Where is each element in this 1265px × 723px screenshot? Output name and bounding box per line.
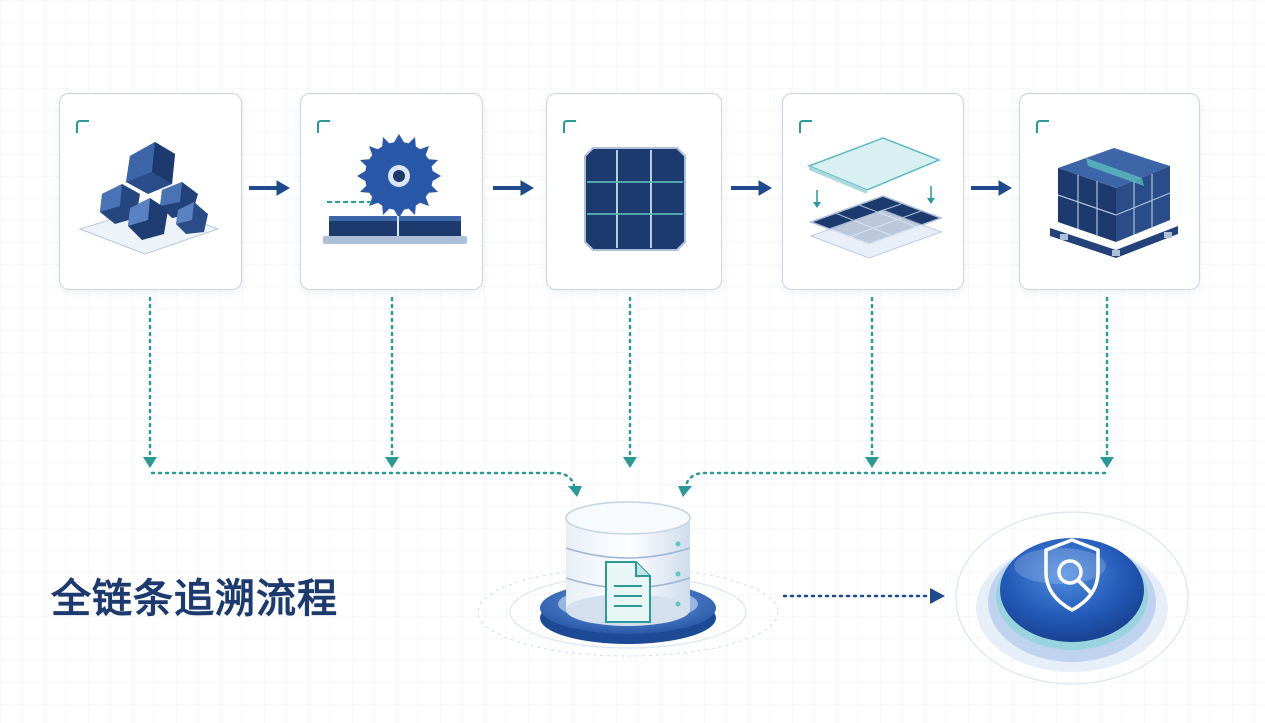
solar-cell-icon [584, 147, 686, 251]
stage-card-packaged-shipment[interactable] [1019, 93, 1200, 290]
corner-bracket-icon [563, 120, 576, 133]
trace-arrowheads [143, 457, 1114, 497]
pallet-box-icon [1050, 148, 1178, 258]
corner-bracket-icon [317, 120, 330, 133]
saw-blade-icon [323, 134, 467, 244]
trace-connector-lines [148, 296, 1109, 487]
corner-bracket-icon [1036, 120, 1049, 133]
database-document-icon [477, 501, 779, 657]
stage-card-polysilicon[interactable] [59, 93, 242, 290]
page-title: 全链条追溯流程 [51, 576, 338, 622]
stage-arrow [249, 180, 1012, 196]
stage-card-solar-cell[interactable] [546, 93, 722, 290]
lamination-layers-icon [806, 137, 944, 259]
polysilicon-icon [78, 142, 220, 255]
corner-bracket-icon [76, 120, 89, 133]
verify-connector [782, 588, 945, 604]
stage-card-module-lamination[interactable] [782, 93, 964, 290]
corner-bracket-icon [799, 120, 812, 133]
stage-card-wafer-slicing[interactable] [300, 93, 483, 290]
